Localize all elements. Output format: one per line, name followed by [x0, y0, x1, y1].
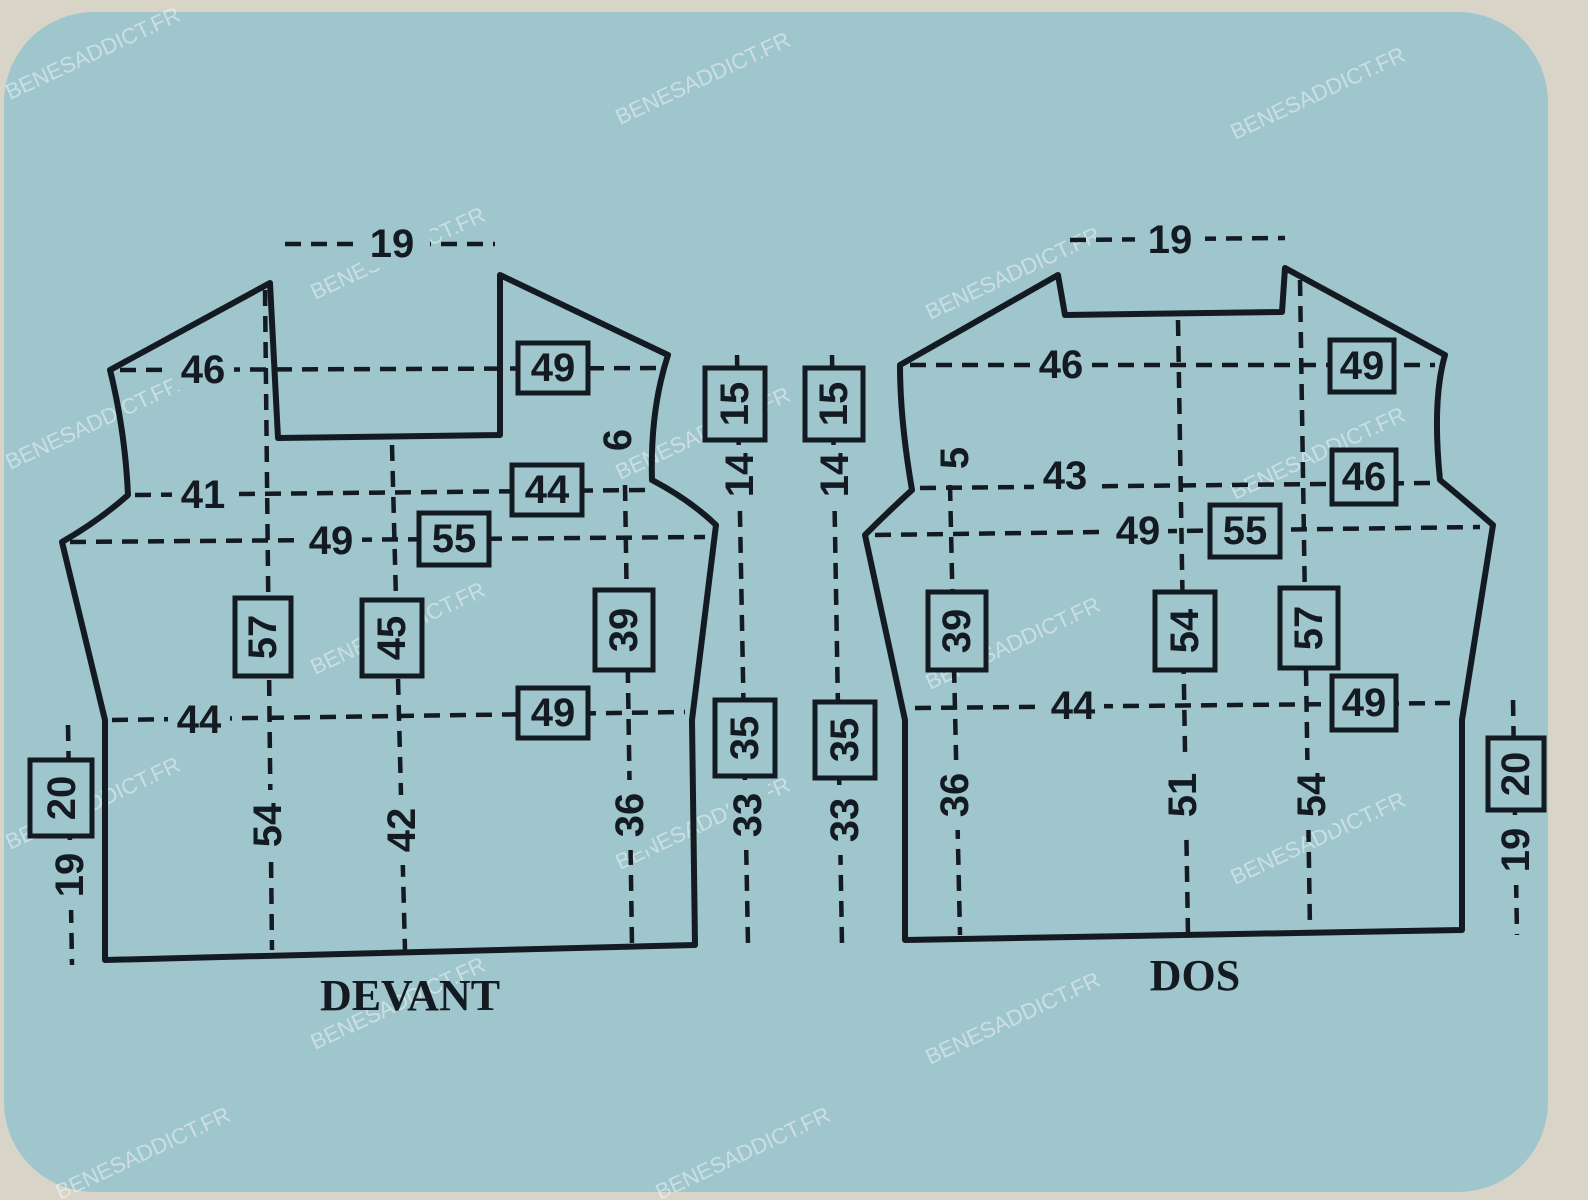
devant-right-height-large: 39: [602, 608, 646, 653]
dos-left-height-line: [947, 484, 963, 936]
dos-side-length-large: 35: [823, 718, 867, 763]
devant-shoulder-small: 46: [181, 348, 226, 392]
dos-right-height-small: 54: [1290, 772, 1334, 817]
devant-waist-large: 49: [531, 691, 576, 735]
devant-side-length-small: 33: [726, 793, 770, 838]
dos-armhole-depth-small: 14: [813, 452, 857, 497]
dos-right-height-large: 57: [1287, 606, 1331, 651]
devant-armhole-shaping: 6: [596, 429, 640, 451]
devant-armhole-depth-large: 15: [713, 382, 757, 427]
dos-waist-small: 44: [1051, 684, 1096, 728]
devant-side-measure-line: [734, 354, 751, 946]
devant-waist-small: 44: [177, 698, 222, 742]
dos-left-height-small: 36: [933, 773, 977, 818]
devant-piece: 19 46 49 41 44 49 55 44 49 6 57 54 45 42…: [27, 220, 778, 1020]
dos-piece: 19 46 49 43 46 5 49 55 44 49 39 36 54 51…: [802, 216, 1547, 1000]
dos-shoulder-small: 46: [1039, 343, 1084, 387]
dos-center-height-large: 54: [1163, 608, 1207, 653]
dos-center-height-small: 51: [1161, 773, 1205, 818]
devant-outline: [59, 272, 719, 963]
devant-title: DEVANT: [320, 971, 500, 1020]
devant-neck-width: 19: [370, 222, 415, 266]
dos-bust-small: 49: [1116, 509, 1161, 553]
devant-side-length-large: 35: [723, 716, 767, 761]
dos-hem-small: 19: [1494, 828, 1538, 873]
devant-center-height-small: 42: [380, 808, 424, 853]
dos-bust-line: [874, 524, 1481, 538]
dos-upper-chest-large: 46: [1342, 455, 1387, 499]
dos-hem-large: 20: [1494, 752, 1538, 797]
dos-neck-width: 19: [1148, 218, 1193, 262]
devant-bust-line: [69, 534, 706, 545]
devant-center-height-large: 45: [370, 616, 414, 661]
devant-shoulder-large: 49: [531, 346, 576, 390]
devant-left-height-large: 57: [241, 615, 285, 660]
dos-shoulder-large: 49: [1340, 344, 1385, 388]
dos-upper-chest-small: 43: [1043, 454, 1088, 498]
devant-bust-large: 55: [432, 517, 477, 561]
devant-left-height-small: 54: [246, 802, 290, 847]
dos-armhole-depth-large: 15: [812, 382, 856, 427]
dos-side-length-small: 33: [823, 798, 867, 843]
devant-center-height-line: [389, 444, 408, 951]
dos-left-height-large: 39: [935, 609, 979, 654]
card-background: [4, 12, 1548, 1192]
devant-armhole-depth-small: 14: [718, 452, 762, 497]
dos-outline: [862, 265, 1496, 943]
devant-hem-large: 20: [40, 776, 84, 821]
devant-upper-chest-large: 44: [525, 468, 570, 512]
dos-title: DOS: [1150, 951, 1240, 1000]
dos-side-measure-line: [829, 354, 845, 946]
devant-upper-chest-small: 41: [181, 473, 226, 517]
dos-waist-large: 49: [1342, 681, 1387, 725]
devant-right-height-small: 36: [608, 793, 652, 838]
devant-hem-small: 19: [48, 853, 92, 898]
dos-armhole-shaping: 5: [933, 447, 977, 469]
devant-bust-small: 49: [309, 519, 354, 563]
dos-bust-large: 55: [1223, 509, 1268, 553]
